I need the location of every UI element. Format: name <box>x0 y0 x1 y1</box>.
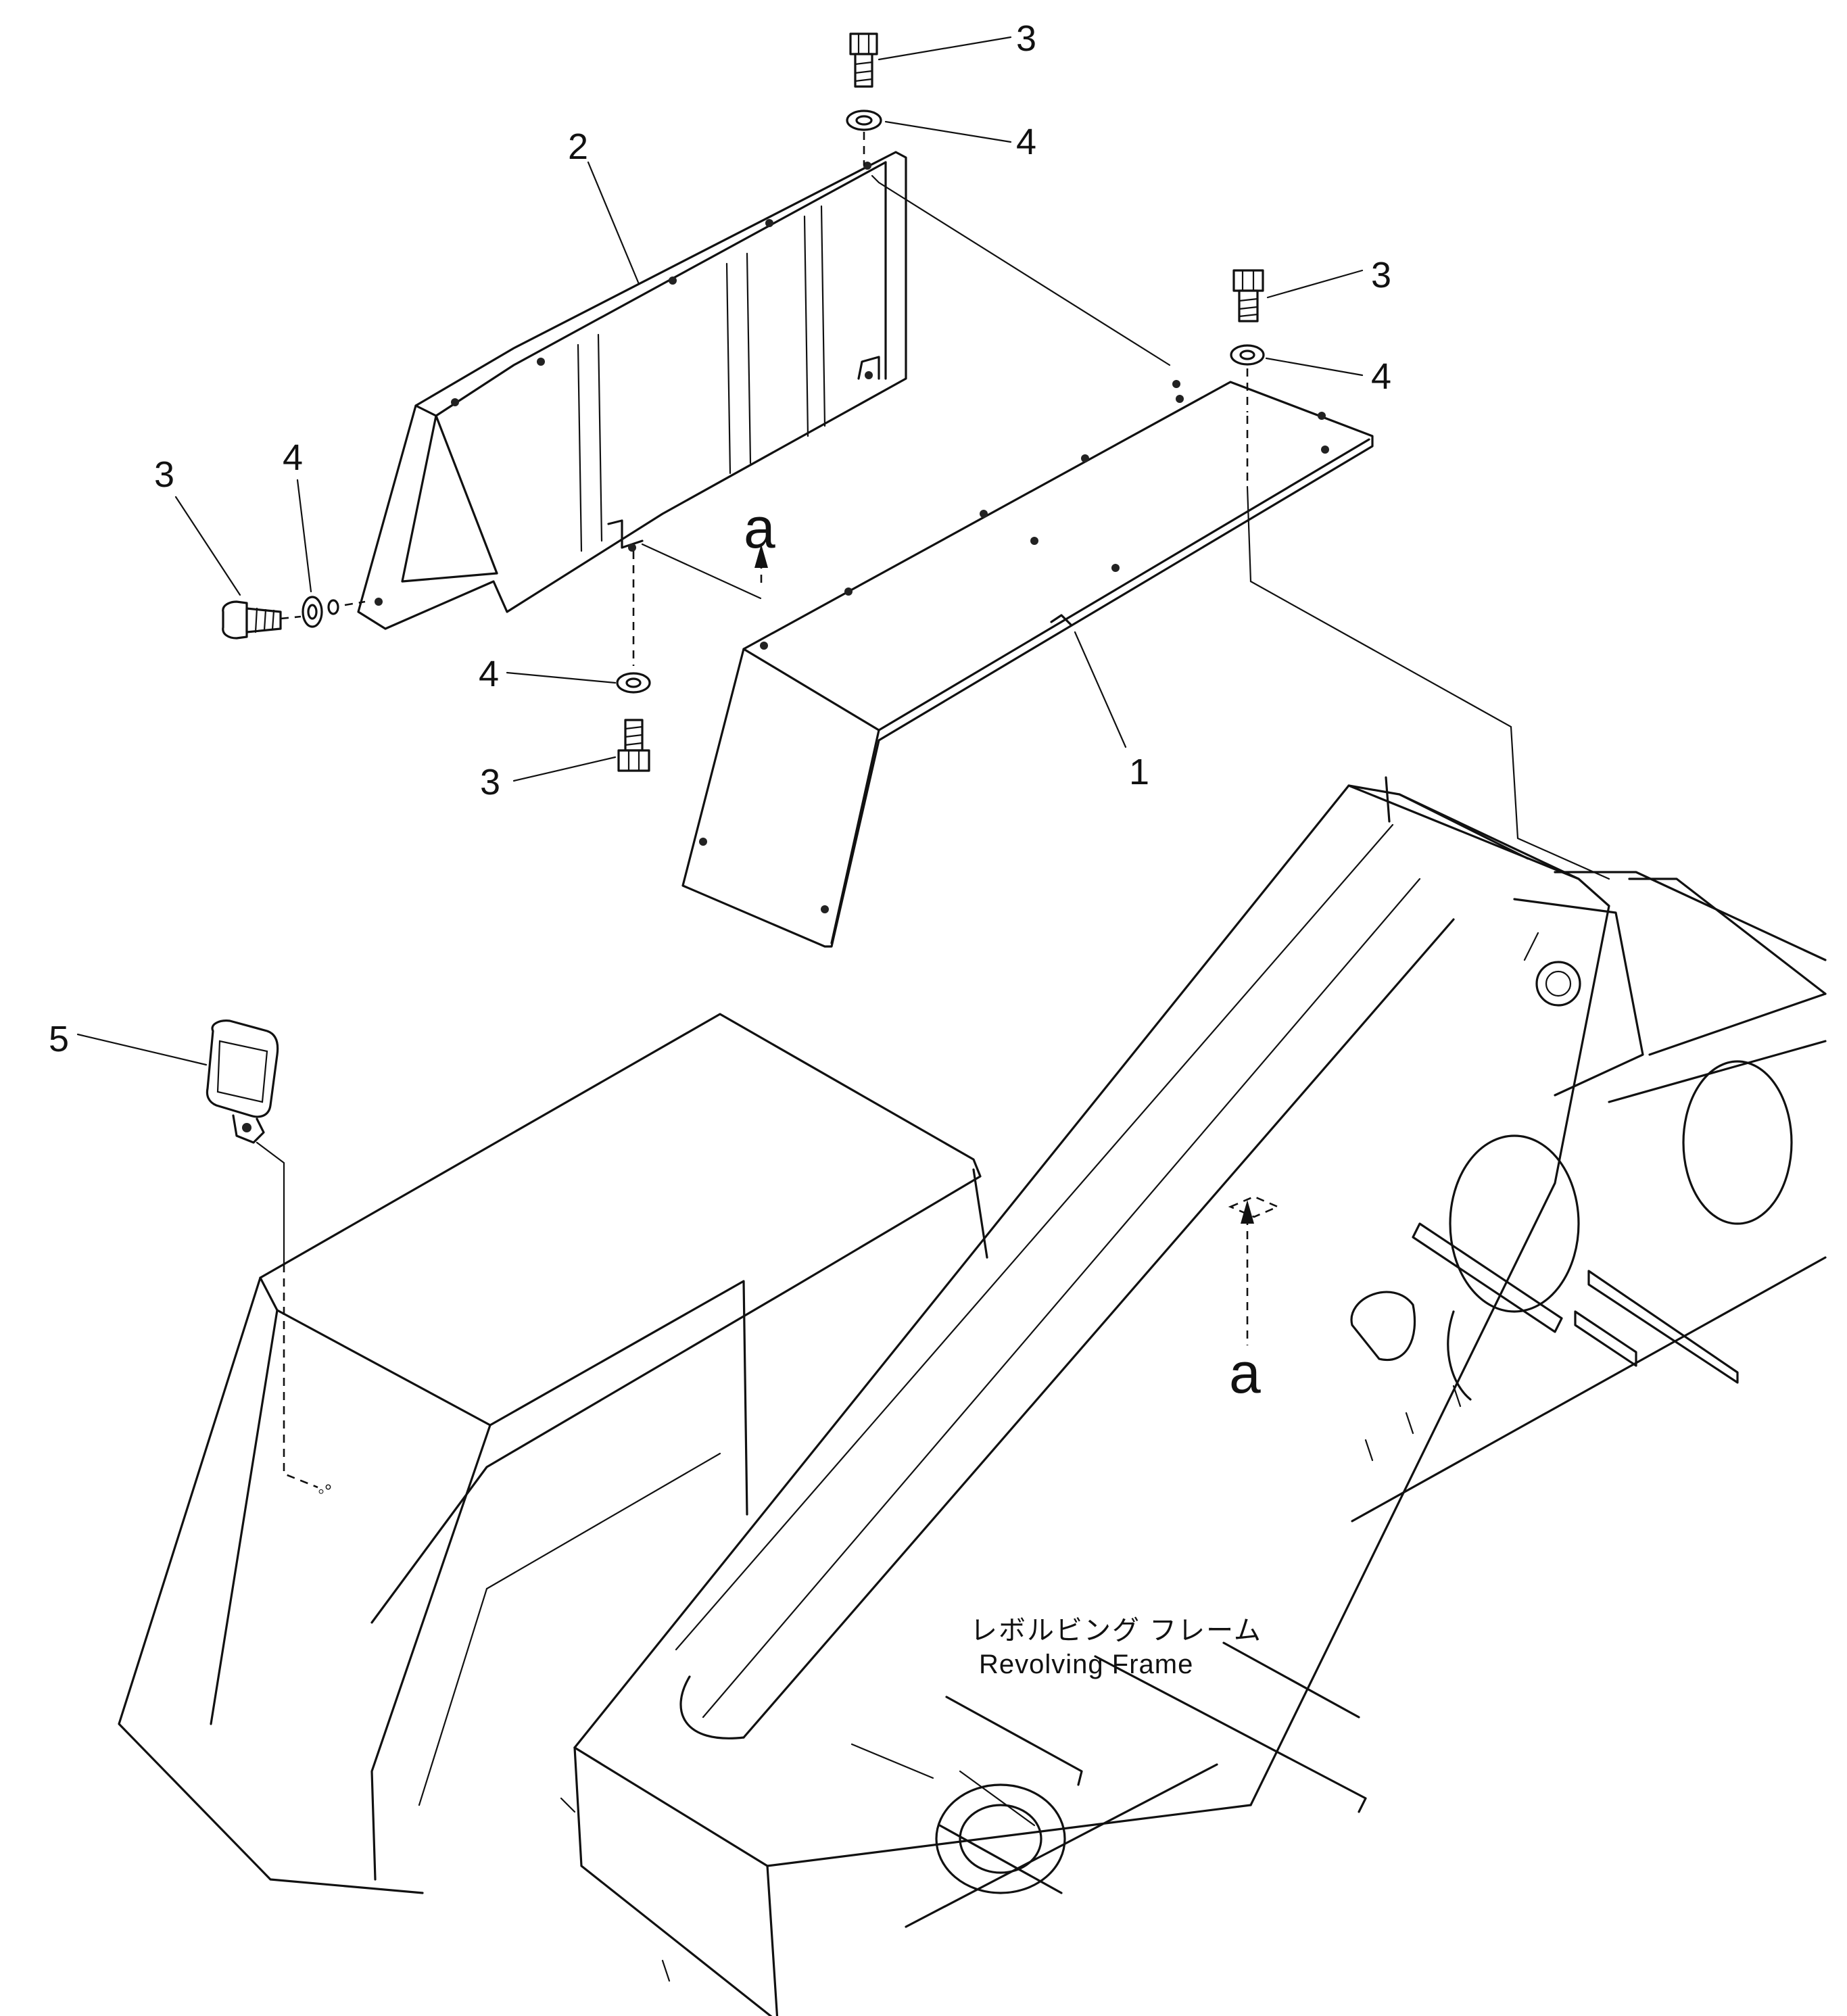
washer-right <box>1230 344 1265 366</box>
callout-4-right: 4 <box>1371 356 1391 397</box>
leader-lines <box>76 36 1364 1066</box>
callout-5: 5 <box>49 1019 69 1059</box>
callout-3-bottom: 3 <box>480 762 500 802</box>
reference-a-top: a <box>744 496 775 560</box>
frame-label-japanese: レボルビング フレーム <box>970 1616 1262 1646</box>
callout-4-bottom: 4 <box>479 654 499 694</box>
reference-arrow-top <box>754 544 768 583</box>
callout-3-top: 3 <box>1016 18 1036 59</box>
top-cover-part-1 <box>681 380 1374 948</box>
callout-4-left: 4 <box>283 437 303 478</box>
callout-2: 2 <box>568 126 588 167</box>
bolt-top <box>849 32 878 88</box>
reference-arrow-bottom <box>1241 1200 1254 1224</box>
callout-4-top: 4 <box>1016 122 1036 162</box>
revolving-frame <box>118 776 1827 2016</box>
assembly-lines <box>256 132 1610 1489</box>
callout-3-left: 3 <box>154 454 174 495</box>
bolt-bottom <box>617 719 650 772</box>
bolt-right <box>1232 269 1264 322</box>
lamp-part-5 <box>206 1019 279 1144</box>
callout-3-right: 3 <box>1371 255 1391 295</box>
small-hole-mark: ◦° <box>318 1481 332 1502</box>
callout-1: 1 <box>1129 752 1149 792</box>
frame-label-english: Revolving Frame <box>979 1650 1193 1679</box>
washer-left <box>302 596 339 628</box>
washer-top <box>846 110 882 131</box>
washer-bottom <box>616 672 651 694</box>
bolt-left <box>222 600 282 640</box>
side-cover-part-2 <box>357 151 907 630</box>
reference-a-bottom: a <box>1229 1341 1261 1405</box>
